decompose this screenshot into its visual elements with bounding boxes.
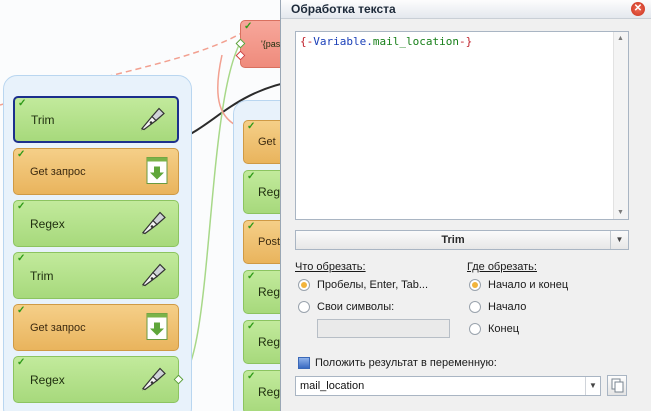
code-brace-close: -} xyxy=(458,35,473,48)
radio-trim-start[interactable]: Начало xyxy=(469,300,619,316)
radio-label: Конец xyxy=(488,323,520,335)
radio-trim-whitespace[interactable]: Пробелы, Enter, Tab... xyxy=(298,278,458,294)
close-icon[interactable]: ✕ xyxy=(631,2,645,16)
code-variable-keyword: Variable xyxy=(313,35,367,48)
radio-icon[interactable] xyxy=(298,301,310,313)
save-to-variable-label: Положить результат в переменную: xyxy=(315,357,497,369)
block-label: Regex xyxy=(30,372,65,387)
radio-icon[interactable] xyxy=(469,323,481,335)
custom-chars-input[interactable] xyxy=(317,319,450,338)
block-label: Regex xyxy=(30,216,65,231)
block-regex[interactable]: ✓ Regex xyxy=(13,356,179,403)
block-label: '{pas xyxy=(261,39,281,49)
check-icon: ✓ xyxy=(247,371,256,382)
check-icon: ✓ xyxy=(17,253,26,264)
block-reg[interactable]: ✓Reg xyxy=(243,270,287,314)
dialog-title: Обработка текста xyxy=(291,2,396,16)
check-icon: ✓ xyxy=(244,21,253,32)
check-icon: ✓ xyxy=(247,271,256,282)
pen-nib-icon xyxy=(138,261,168,290)
code-brace-open: {- xyxy=(300,35,314,48)
check-icon: ✓ xyxy=(247,221,256,232)
block-label: Reg xyxy=(258,185,281,199)
text-editor[interactable]: {-Variable.mail_location-} ▲ ▼ xyxy=(295,31,629,220)
pen-nib-icon xyxy=(138,365,168,394)
save-to-variable-checkbox[interactable] xyxy=(298,357,310,369)
block-label: Reg xyxy=(258,335,281,349)
editor-scrollbar[interactable]: ▲ ▼ xyxy=(613,32,628,219)
block-label: Get xyxy=(258,136,276,148)
scroll-down-icon[interactable]: ▼ xyxy=(617,209,624,216)
block-label: Get запрос xyxy=(30,321,86,334)
block-reg[interactable]: ✓Reg xyxy=(243,370,287,411)
radio-label: Начало и конец xyxy=(488,279,569,291)
radio-label: Пробелы, Enter, Tab... xyxy=(317,279,429,291)
block-get-запрос[interactable]: ✓ Get запрос xyxy=(13,304,179,351)
where-to-trim-label: Где обрезать: xyxy=(467,261,537,273)
what-to-trim-label: Что обрезать: xyxy=(295,261,366,273)
function-select[interactable]: Trim ▼ xyxy=(295,230,629,250)
code-variable-name: mail_location xyxy=(372,35,459,48)
block-trim[interactable]: ✓ Trim xyxy=(13,96,179,143)
check-icon: ✓ xyxy=(247,121,256,132)
block-reg[interactable]: ✓Reg xyxy=(243,320,287,364)
radio-label: Начало xyxy=(488,301,527,313)
block-regex[interactable]: ✓ Regex xyxy=(13,200,179,247)
chevron-down-icon[interactable]: ▼ xyxy=(585,377,600,395)
radio-label: Свои символы: xyxy=(317,301,395,313)
check-icon: ✓ xyxy=(18,98,27,109)
pen-nib-icon xyxy=(138,209,168,238)
check-icon: ✓ xyxy=(17,305,26,316)
function-select-value: Trim xyxy=(441,234,465,246)
block-label: Get запрос xyxy=(30,165,86,178)
block-get-запрос[interactable]: ✓ Get запрос xyxy=(13,148,179,195)
copy-variable-button[interactable] xyxy=(607,375,627,396)
download-icon xyxy=(146,312,168,343)
pen-nib-icon xyxy=(137,105,167,134)
variable-combobox[interactable]: mail_location ▼ xyxy=(295,376,601,396)
editor-content[interactable]: {-Variable.mail_location-} xyxy=(300,35,472,48)
radio-trim-custom[interactable]: Свои символы: xyxy=(298,300,458,316)
radio-icon[interactable] xyxy=(469,279,481,291)
block-trim[interactable]: ✓ Trim xyxy=(13,252,179,299)
check-icon: ✓ xyxy=(17,149,26,160)
check-icon: ✓ xyxy=(247,321,256,332)
radio-icon[interactable] xyxy=(298,279,310,291)
check-icon: ✓ xyxy=(247,171,256,182)
copy-icon xyxy=(611,378,624,393)
code-dot: . xyxy=(366,35,373,48)
radio-trim-end[interactable]: Конец xyxy=(469,322,619,338)
download-icon xyxy=(146,156,168,187)
block-label: Trim xyxy=(30,268,54,283)
block-label: Post xyxy=(258,236,281,248)
radio-icon[interactable] xyxy=(469,301,481,313)
block-label: Trim xyxy=(31,112,55,127)
scroll-up-icon[interactable]: ▲ xyxy=(617,35,624,42)
block-label: Reg xyxy=(258,385,281,399)
block-label: Reg xyxy=(258,285,281,299)
chevron-down-icon[interactable]: ▼ xyxy=(610,231,628,249)
check-icon: ✓ xyxy=(17,357,26,368)
radio-trim-both[interactable]: Начало и конец xyxy=(469,278,619,294)
block-post[interactable]: ✓Post xyxy=(243,220,287,264)
block-reg[interactable]: ✓Reg xyxy=(243,170,287,214)
check-icon: ✓ xyxy=(17,201,26,212)
variable-value: mail_location xyxy=(300,380,365,392)
text-processing-dialog: Обработка текста ✕ {-Variable.mail_locat… xyxy=(280,0,651,411)
dialog-title-bar[interactable]: Обработка текста ✕ xyxy=(281,0,651,19)
